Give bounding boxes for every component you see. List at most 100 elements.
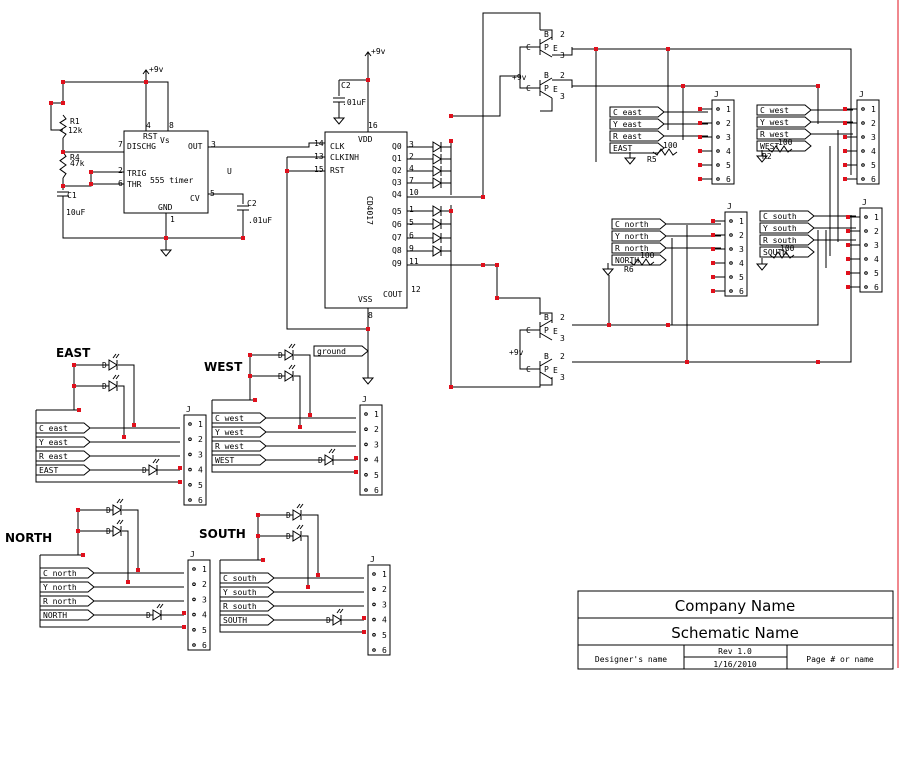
junction-dot (89, 170, 93, 174)
wire (302, 514, 319, 575)
net-label: WEST (760, 142, 779, 151)
pin-number: 2 (374, 425, 379, 434)
timer-555 (123, 130, 209, 214)
pin-number: 4 (739, 259, 744, 268)
pin-label: Q0 (392, 142, 402, 151)
net-label: Y east (613, 120, 642, 129)
transistor-lead (539, 319, 553, 328)
junction-dot (681, 84, 685, 88)
label: .01uF (342, 98, 366, 107)
pin-number: 1 (874, 213, 879, 222)
net-label: R north (43, 597, 77, 606)
net-label: C west (215, 414, 244, 423)
timer-name: 555 timer (150, 176, 194, 185)
pin-number: 2 (726, 119, 731, 128)
junction-dot (248, 374, 252, 378)
supply-label: +9v (149, 65, 164, 74)
timer-ref: U (227, 167, 232, 176)
pin-circle (716, 121, 720, 125)
ground-symbol (623, 157, 637, 165)
label: 47k (70, 159, 85, 168)
net-label-flag (609, 142, 665, 154)
junction-dot (711, 289, 715, 293)
junction-dot (178, 480, 182, 484)
pin-label: Q5 (392, 207, 402, 216)
transistor-lead (539, 332, 553, 341)
pin-label: Vs (160, 136, 170, 145)
pin-number: 5 (871, 161, 876, 170)
pin-circle (364, 412, 368, 416)
diode-body (152, 609, 162, 621)
junction-dot (846, 285, 850, 289)
wire (519, 46, 530, 89)
net-label: NORTH (43, 611, 67, 620)
net-label-flag (219, 600, 275, 612)
light-arrow (296, 524, 301, 530)
pin-number: 5 (739, 273, 744, 282)
net-label-flag (609, 118, 665, 130)
pin-label: CLK (330, 142, 345, 151)
junction-dot (178, 466, 182, 470)
junction-dot (76, 508, 80, 512)
pin-circle (192, 612, 196, 617)
label: 14 (314, 139, 324, 148)
net-label: R south (223, 602, 257, 611)
diode-body (112, 504, 122, 516)
junction-dot (308, 413, 312, 417)
junction-dot (698, 135, 702, 139)
pin-number: 4 (871, 147, 876, 156)
junction-dot (698, 177, 702, 181)
label: 2 (409, 152, 414, 161)
junction-dot (481, 195, 485, 199)
transistor-pin: B (544, 30, 549, 39)
wire (122, 530, 129, 582)
label: 16 (368, 121, 378, 130)
junction-dot (711, 275, 715, 279)
buffer (432, 245, 442, 257)
junction-dot (362, 630, 366, 634)
transistor-pin: B (544, 71, 549, 80)
net-label-flag (611, 218, 667, 230)
light-arrow (291, 364, 296, 370)
junction-dot (354, 456, 358, 460)
label: R2 (762, 152, 772, 161)
pin-label: Q4 (392, 190, 402, 199)
diode-label: D (106, 527, 111, 536)
pin-label: THR (127, 180, 142, 189)
pin-circle (716, 135, 720, 139)
diode-body (292, 509, 302, 521)
junction-dot (354, 470, 358, 474)
pin-circle (729, 247, 733, 251)
junction-dot (698, 121, 702, 125)
junction-dot (362, 616, 366, 620)
wire (540, 98, 553, 112)
junction-dot (666, 323, 670, 327)
label: 3 (211, 140, 216, 149)
net-label: R east (613, 132, 642, 141)
wire (118, 364, 135, 425)
pin-label: Q1 (392, 154, 402, 163)
label: 4 (146, 121, 151, 130)
pin-number: 4 (202, 611, 207, 620)
label: 5 (210, 189, 215, 198)
buffer (432, 141, 442, 153)
net-label: EAST (613, 144, 632, 153)
wire (572, 215, 852, 363)
light-arrow (336, 608, 341, 614)
pin-number: 4 (198, 466, 203, 475)
pin-number: 3 (382, 600, 387, 609)
direction-title: NORTH (5, 531, 52, 545)
junction-dot (685, 360, 689, 364)
resistor (59, 114, 67, 139)
net-label: WEST (215, 456, 234, 465)
net-label-flag (611, 230, 667, 242)
label: R6 (624, 265, 634, 274)
junction-dot (843, 177, 847, 181)
junction-dot (182, 611, 186, 615)
pin-number: 4 (382, 616, 387, 625)
pin-label: TRIG (127, 169, 146, 178)
connector (859, 207, 883, 293)
junction-dot (61, 150, 65, 154)
junction-dot (253, 398, 257, 402)
